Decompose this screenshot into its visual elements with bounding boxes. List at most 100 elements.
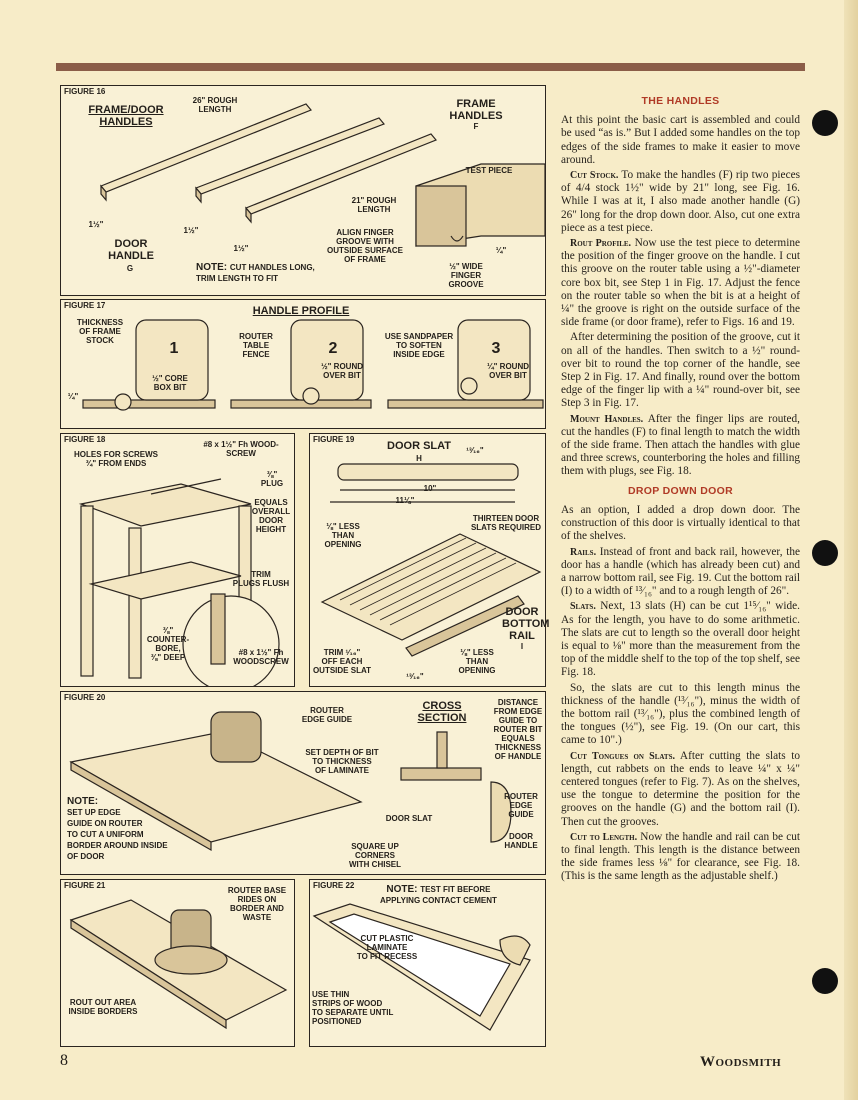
run-in-head: Rails. — [570, 546, 597, 558]
handles-heading: THE HANDLES — [641, 95, 720, 107]
counterbore-label: ⅜" COUNTER- BORE, ⅜" DEEP — [146, 626, 190, 662]
quarter-dim: ¼" — [495, 246, 507, 255]
slat-thickness: ¹³⁄₁₆" — [466, 446, 484, 455]
figure-19-label: FIGURE 19 — [313, 435, 355, 444]
article-column: THE HANDLES At this point the basic cart… — [561, 95, 800, 886]
figure-17-label: FIGURE 17 — [64, 301, 106, 310]
rail-width: ¹³⁄₁₆" — [406, 672, 424, 681]
paragraph: Mount Handles. After the finger lips are… — [561, 413, 800, 479]
paragraph: So, the slats are cut to this length min… — [561, 681, 800, 747]
run-in-head: Cut Stock. — [570, 170, 619, 182]
figure-17-title: HANDLE PROFILE — [252, 305, 350, 317]
sandpaper-label: USE SANDPAPER TO SOFTEN INSIDE EDGE — [384, 332, 454, 359]
figure-20-drawing — [69, 711, 512, 852]
figure-22-label: FIGURE 22 — [313, 881, 355, 890]
figure-16-title: FRAME/DOOR HANDLES — [88, 104, 164, 128]
paragraph-body: After the finger lips are routed, cut th… — [561, 412, 800, 478]
paragraph: At this point the basic cart is assemble… — [561, 114, 800, 166]
handle-label: DOOR HANDLE — [504, 832, 538, 850]
paragraph: As an option, I added a drop down door. … — [561, 503, 800, 543]
core-box-bit-label: ½" CORE BOX BIT — [152, 374, 188, 392]
figure-20-label: FIGURE 20 — [64, 693, 106, 702]
thirteen-slats-label: THIRTEEN DOOR SLATS REQUIRED — [470, 514, 542, 532]
run-in-head: Cut to Length. — [570, 831, 638, 843]
step-3: 3 — [491, 340, 501, 357]
paragraph: After determining the position of the gr… — [561, 331, 800, 410]
frame-handles-label: FRAME HANDLES — [449, 98, 503, 122]
run-in-head: Mount Handles. — [570, 413, 644, 425]
router-fence-label: ROUTER TABLE FENCE — [239, 332, 273, 359]
run-in-head: Slats. — [570, 601, 596, 613]
paragraph-body: To make the handles (F) rip two pieces o… — [561, 169, 800, 234]
door-heading: DROP DOWN DOOR — [628, 484, 733, 497]
paragraph-body: Now use the test piece to determine the … — [561, 237, 800, 329]
cross-section-title: CROSS SECTION — [417, 700, 467, 724]
length-11: 11⅛" — [395, 496, 415, 505]
run-in-head: Cut Tongues on Slats. — [570, 750, 675, 762]
figure-22: FIGURE 22 NOTE: TEST FIT BEFORE APPLYING… — [309, 879, 546, 1047]
roundover-quarter-label: ¼" ROUND OVER BIT — [486, 362, 530, 380]
frame-mark: F — [473, 122, 479, 131]
note-body: SET UP EDGE GUIDE ON ROUTER TO CUT A UNI… — [67, 808, 168, 861]
note-body: TEST FIT BEFORE APPLYING CONTACT CEMENT — [380, 885, 497, 905]
binder-hole-bottom — [812, 968, 838, 994]
width-1: 1½" — [88, 220, 104, 229]
binder-hole-middle — [812, 540, 838, 566]
paragraph: Rout Profile. Now use the test piece to … — [561, 237, 800, 329]
figure-22-drawing — [312, 903, 531, 1031]
roundover-half-label: ½" ROUND OVER BIT — [320, 362, 364, 380]
slat-mark: H — [416, 454, 422, 463]
door-slat-title: DOOR SLAT — [387, 440, 451, 452]
trim-slat-label: TRIM ¹⁄₁₆" OFF EACH OUTSIDE SLAT — [312, 648, 372, 675]
align-groove-label: ALIGN FINGER GROOVE WITH OUTSIDE SURFACE… — [326, 228, 403, 264]
paragraph-body: Next, 13 slats (H) can be cut 1¹⁵⁄₁₆" wi… — [561, 600, 800, 679]
paragraph-body: Now the handle and rail can be cut to fi… — [561, 830, 801, 883]
figure-18-label: FIGURE 18 — [64, 435, 106, 444]
magazine-name: Woodsmith — [700, 1054, 782, 1070]
figure-17: FIGURE 17 HANDLE PROFILE THICKNESS OF FR… — [60, 299, 546, 429]
depth-label: SET DEPTH OF BIT TO THICKNESS OF LAMINAT… — [305, 748, 379, 775]
rail-mark: I — [520, 642, 524, 651]
figure-19: FIGURE 19 DOOR SLAT H ¹³⁄₁₆" 10" 11⅛" ⅛"… — [309, 433, 550, 687]
edge-guide-2-label: ROUTER EDGE GUIDE — [504, 792, 538, 819]
paragraph: Cut Stock. To make the handles (F) rip t… — [561, 169, 800, 235]
router-base-label: ROUTER BASE RIDES ON BORDER AND WASTE — [227, 886, 287, 922]
square-corners-label: SQUARE UP CORNERS WITH CHISEL — [349, 842, 401, 869]
figure-18-drawing — [78, 478, 280, 686]
figure-18: FIGURE 18 HOLES FOR SCREWS ¾" FROM ENDS … — [60, 433, 295, 687]
trim-plugs-label: TRIM PLUGS FLUSH — [232, 570, 290, 588]
finger-groove-label: ½" WIDE FINGER GROOVE — [448, 262, 484, 289]
test-piece-label: TEST PIECE — [465, 166, 513, 175]
figure-22-note: NOTE: TEST FIT BEFORE APPLYING CONTACT C… — [380, 884, 497, 906]
rough-26-label: 26" ROUGH LENGTH — [192, 96, 238, 114]
page-edge — [844, 0, 858, 1100]
run-in-head: Rout Profile. — [570, 238, 632, 250]
door-handle-label: DOOR HANDLE — [108, 238, 154, 262]
width-3: 1½" — [233, 244, 249, 253]
edge-guide-label: ROUTER EDGE GUIDE — [301, 706, 353, 724]
top-rule — [56, 63, 805, 71]
holes-label: HOLES FOR SCREWS ¾" FROM ENDS — [73, 450, 158, 468]
quarter-height: ¼" — [67, 392, 79, 401]
figure-21-label: FIGURE 21 — [64, 881, 106, 890]
equals-height-label: EQUALS OVERALL DOOR HEIGHT — [251, 498, 291, 534]
figure-16-label: FIGURE 16 — [64, 87, 106, 96]
figure-20: FIGURE 20 ROUTER EDGE GUIDE CROSS SECTIO… — [60, 691, 546, 875]
door-mark: G — [126, 264, 134, 273]
plug-label: ⅜" PLUG — [260, 470, 284, 488]
bottom-rail-label: DOOR BOTTOM RAIL — [502, 606, 550, 642]
note-head: NOTE: — [196, 262, 228, 273]
step-1: 1 — [169, 340, 179, 357]
less-opening-label: ⅛" LESS THAN OPENING — [324, 522, 362, 549]
paragraph-body: After cutting the slats to length, cut r… — [561, 749, 800, 828]
figure-16-note: NOTE: CUT HANDLES LONG, TRIM LENGTH TO F… — [196, 262, 315, 284]
note-head: NOTE: — [386, 884, 418, 895]
figure-16: FIGURE 16 FRAME/DOOR HANDLES 26" ROUGH L… — [60, 85, 546, 296]
rough-21-label: 21" ROUGH LENGTH — [351, 196, 397, 214]
note-body: CUT HANDLES LONG, TRIM LENGTH TO FIT — [196, 263, 315, 283]
binder-hole-top — [812, 110, 838, 136]
page-number: 8 — [60, 1052, 68, 1069]
figure-21: FIGURE 21 ROUTER BASE RIDES ON BORDER AN… — [60, 879, 295, 1047]
figure-20-note: NOTE: SET UP EDGE GUIDE ON ROUTER TO CUT… — [67, 796, 168, 862]
frame-thickness-label: THICKNESS OF FRAME STOCK — [76, 318, 124, 345]
